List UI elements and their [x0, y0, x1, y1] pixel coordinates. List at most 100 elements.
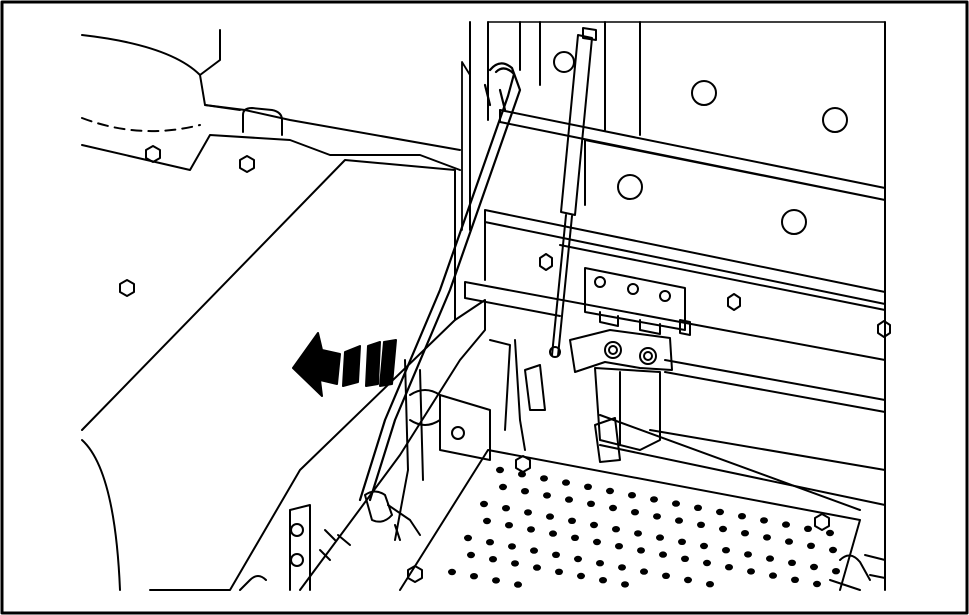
perforation-hole — [514, 581, 522, 588]
perforation-hole — [524, 509, 532, 516]
floor-bolt — [515, 455, 531, 473]
perforation-hole — [826, 529, 834, 537]
cover-bolt — [145, 145, 161, 163]
perforation-hole — [574, 555, 582, 563]
perforation-hole — [640, 568, 648, 575]
rail-hole — [617, 174, 643, 200]
perforation-hole — [706, 581, 714, 588]
perforation-hole — [634, 530, 642, 537]
perforation-hole — [496, 466, 504, 474]
perforation-holes — [448, 466, 840, 588]
panel-hole — [553, 51, 575, 73]
perforation-hole — [829, 546, 837, 554]
panel-hole — [822, 107, 848, 133]
cover-bolt — [239, 155, 255, 173]
perforation-hole — [609, 504, 617, 512]
perforation-hole — [637, 547, 645, 554]
perforation-hole — [549, 530, 557, 537]
perforation-hole — [480, 500, 488, 508]
perforation-hole — [505, 522, 513, 529]
hinge-body — [594, 367, 661, 451]
cover-bolt — [119, 279, 135, 297]
perforation-hole — [763, 534, 771, 541]
cover-face — [81, 159, 456, 591]
perforation-hole — [596, 560, 604, 567]
perforation-hole — [656, 534, 664, 541]
horizontal-rail-lower — [599, 359, 886, 506]
lower-bolt — [290, 523, 304, 537]
perforation-hole — [741, 530, 749, 537]
perforation-hole — [546, 513, 554, 520]
floor-bolt — [407, 565, 423, 583]
perforation-hole — [813, 580, 821, 588]
perforation-hole — [448, 568, 456, 576]
cover-top-edge — [81, 34, 461, 151]
perforation-hole — [467, 551, 475, 559]
left-cover — [81, 29, 486, 591]
perforation-hole — [684, 576, 692, 584]
hinge-hole — [594, 276, 606, 288]
bracket-bolt — [639, 347, 657, 365]
perforation-hole — [700, 542, 708, 550]
perforation-hole — [621, 581, 629, 588]
perforation-hole — [492, 577, 500, 584]
perforation-hole — [552, 551, 560, 558]
perforation-hole — [744, 551, 752, 558]
perforation-hole — [599, 577, 607, 584]
bracket-bolt — [604, 341, 622, 359]
perforation-hole — [807, 542, 815, 549]
perforation-hole — [810, 563, 818, 571]
perforation-hole — [615, 543, 623, 550]
perforation-hole — [499, 483, 507, 491]
perforation-hole — [672, 500, 680, 507]
perforation-hole — [659, 551, 667, 558]
perforation-hole — [791, 576, 799, 583]
perforated-floor-plate — [399, 414, 861, 591]
cover-dashed-seam — [81, 117, 201, 133]
perforation-hole — [703, 559, 711, 567]
perforation-hole — [697, 521, 705, 528]
cover-handle — [242, 107, 283, 136]
perforation-hole — [612, 526, 620, 533]
perforation-hole — [722, 547, 730, 554]
perforation-hole — [785, 538, 793, 545]
rail-hole — [781, 209, 807, 235]
perforation-hole — [565, 496, 573, 503]
perforation-hole — [527, 526, 535, 533]
floor-bolt — [814, 513, 830, 531]
perforation-hole — [782, 521, 790, 528]
perforation-hole — [653, 513, 661, 520]
perforation-hole — [562, 479, 570, 486]
perforation-hole — [631, 509, 639, 516]
perforation-hole — [675, 517, 683, 524]
perforation-hole — [804, 525, 812, 532]
lower-bolt — [290, 553, 304, 567]
perforation-hole — [650, 496, 658, 503]
perforation-hole — [577, 572, 585, 580]
rail-bolt — [877, 320, 891, 338]
perforation-hole — [716, 508, 724, 516]
perforation-hole — [606, 487, 614, 495]
perforation-hole — [694, 504, 702, 511]
perforation-hole — [521, 488, 529, 495]
perforation-hole — [486, 539, 494, 546]
rail-bolt — [727, 293, 741, 311]
bracket-bolt-inner — [643, 351, 653, 361]
panel-hole — [691, 80, 717, 106]
perforation-hole — [584, 483, 592, 490]
perforation-hole — [470, 573, 478, 580]
rail-bolt — [539, 253, 553, 271]
horizontal-rail-middle — [464, 209, 891, 361]
perforation-hole — [788, 559, 796, 566]
perforation-hole — [593, 538, 601, 546]
perforation-hole — [766, 555, 774, 562]
gas-strut-cylinder — [560, 34, 593, 216]
perforation-hole — [518, 471, 526, 478]
perforation-hole — [530, 547, 538, 554]
perforation-hole — [511, 560, 519, 567]
perforation-hole — [760, 517, 768, 524]
perforation-hole — [618, 564, 626, 571]
